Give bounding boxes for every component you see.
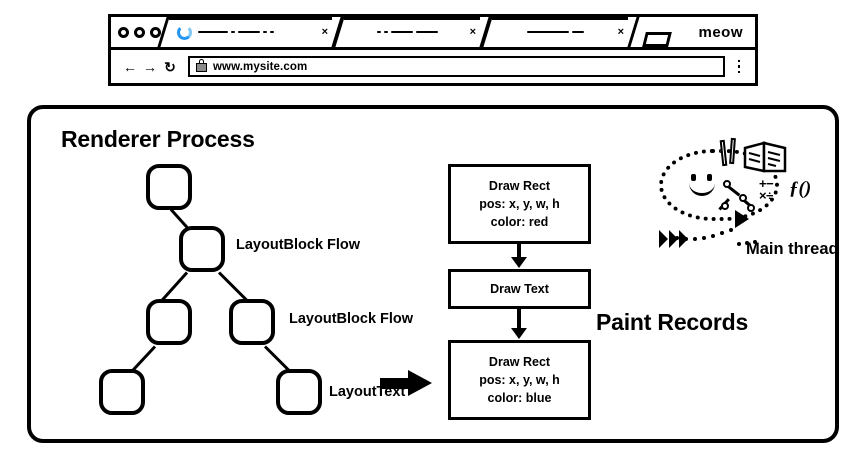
loading-spinner-icon: [177, 24, 192, 40]
window-close-icon[interactable]: [118, 26, 129, 38]
function-icon: ƒ(): [789, 178, 812, 199]
renderer-process-panel: Renderer Process LayoutBlock Flow Layout…: [27, 105, 839, 443]
eye-icon: [707, 174, 712, 181]
paint-record-color: color: red: [490, 215, 549, 230]
smile-icon: [689, 182, 715, 196]
math-symbols-top: +−: [759, 176, 774, 191]
layout-tree-node[interactable]: [99, 369, 145, 415]
paint-records-title: Paint Records: [596, 309, 749, 335]
kebab-menu-icon[interactable]: [731, 59, 747, 74]
speed-chevrons-icon: [659, 230, 688, 248]
tab-close-icon[interactable]: ×: [617, 25, 624, 38]
window-maximize-icon[interactable]: [150, 26, 161, 38]
tab-content: ×: [338, 25, 486, 38]
browser-tab-3[interactable]: ×: [480, 17, 640, 47]
url-text: www.mysite.com: [213, 60, 308, 73]
layout-tree-label-2: LayoutBlock Flow: [289, 311, 414, 327]
tab-title-placeholder: [352, 30, 464, 34]
window-minimize-icon[interactable]: [134, 26, 145, 38]
paint-record-color: color: blue: [487, 391, 552, 406]
paint-record-arrowhead-icon: [511, 328, 527, 339]
tab-title-placeholder: [198, 30, 316, 34]
layout-tree-node[interactable]: [229, 299, 275, 345]
layout-tree-node[interactable]: [179, 226, 225, 272]
paint-record-arrowhead-icon: [511, 257, 527, 268]
main-thread-label: Main thread: [746, 240, 839, 258]
paint-records-list: Draw Rect pos: x, y, w, h color: red Dra…: [421, 154, 601, 439]
paint-record-box-3[interactable]: Draw Rect pos: x, y, w, h color: blue: [448, 340, 591, 420]
paint-record-connector: [517, 309, 521, 331]
layout-tree-node[interactable]: [146, 299, 192, 345]
layout-tree-label-1: LayoutBlock Flow: [236, 237, 361, 253]
paint-record-box-1[interactable]: Draw Rect pos: x, y, w, h color: red: [448, 164, 591, 244]
pencils-icon: [719, 136, 743, 170]
browser-tab-1[interactable]: ×: [157, 17, 344, 47]
paint-record-title: Draw Rect: [488, 178, 551, 193]
dotted-head-icon: [659, 149, 779, 221]
tab-content: ×: [163, 24, 338, 40]
layout-tree-node[interactable]: [276, 369, 322, 415]
layout-tree: LayoutBlock Flow LayoutBlock Flow Layout…: [61, 159, 421, 434]
paint-record-pos: pos: x, y, w, h: [479, 372, 560, 387]
motion-arrow-icon: [735, 210, 749, 228]
paint-record-title: Draw Text: [490, 281, 549, 296]
paint-record-connector: [517, 244, 521, 260]
layout-tree-node[interactable]: [146, 164, 192, 210]
tab-list: × ×: [157, 17, 698, 47]
tab-edge-top: [492, 17, 628, 20]
url-toolbar: ← → ↻ www.mysite.com: [111, 50, 755, 83]
math-symbols-bottom: ×÷: [759, 188, 773, 204]
reload-icon[interactable]: ↻: [164, 58, 176, 75]
eye-icon: [691, 174, 696, 181]
paint-record-box-2[interactable]: Draw Text: [448, 269, 591, 309]
browser-tab-2[interactable]: ×: [332, 17, 492, 47]
math-symbols-icon: +− ×÷: [759, 176, 774, 204]
tab-content: ×: [486, 25, 634, 38]
paint-record-pos: pos: x, y, w, h: [479, 196, 560, 211]
tab-close-icon[interactable]: ×: [469, 25, 476, 38]
browser-brand-label: meow: [698, 23, 743, 41]
paint-record-title: Draw Rect: [488, 354, 551, 369]
open-book-icon: [743, 141, 787, 173]
flow-arrow-icon: [380, 370, 432, 396]
page-title: Renderer Process: [61, 126, 255, 152]
url-input[interactable]: www.mysite.com: [188, 56, 725, 77]
dom-tree-icon: [717, 176, 757, 212]
back-icon[interactable]: ←: [123, 58, 137, 75]
tab-strip: × ×: [111, 17, 755, 50]
lock-icon: [196, 59, 207, 72]
window-controls[interactable]: [111, 26, 161, 38]
new-tab-button[interactable]: [642, 32, 672, 47]
tab-edge-top: [344, 17, 480, 20]
main-thread-doodle: +− ×÷ ƒ() Main thread: [631, 137, 839, 258]
browser-window: × ×: [108, 14, 758, 86]
tab-title-placeholder: [500, 30, 612, 34]
tab-close-icon[interactable]: ×: [321, 25, 328, 38]
forward-icon[interactable]: →: [143, 58, 157, 75]
tab-edge-top: [169, 17, 332, 20]
